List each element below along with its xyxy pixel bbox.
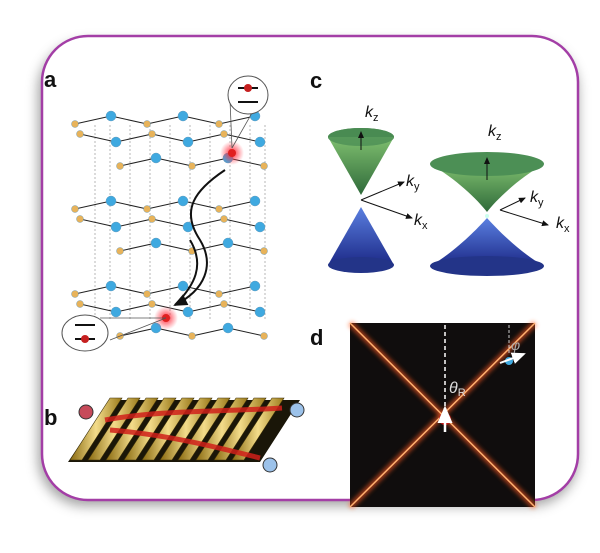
atom (260, 162, 268, 170)
atom (148, 300, 156, 308)
atom (110, 306, 122, 318)
dirac-cone-right (430, 152, 549, 276)
atom (188, 162, 196, 170)
atom (150, 237, 162, 249)
atom (182, 136, 194, 148)
atom (116, 162, 124, 170)
panel-label-b: b (44, 405, 57, 430)
phi-label: φ (511, 337, 520, 353)
panel-label-c: c (310, 68, 322, 93)
panel-label-d: d (310, 325, 323, 350)
atom (254, 221, 266, 233)
atom (105, 195, 117, 207)
atom (110, 221, 122, 233)
kz-label-left: kz (365, 104, 379, 124)
atom (143, 205, 151, 213)
atom (215, 205, 223, 213)
atom (76, 215, 84, 223)
theta-r-label: θR (449, 380, 466, 399)
atom (150, 152, 162, 164)
atom (249, 280, 261, 292)
ky-label-right: ky (530, 189, 544, 209)
atom (143, 290, 151, 298)
panel-label-a: a (44, 67, 57, 92)
blue-contact-bottom (262, 457, 278, 473)
atom (143, 120, 151, 128)
kx-label-left: kx (414, 212, 428, 232)
atom (222, 237, 234, 249)
atom (220, 215, 228, 223)
atom (148, 130, 156, 138)
atom (222, 322, 234, 334)
atom (215, 290, 223, 298)
atom (148, 215, 156, 223)
blue-contact-top (289, 402, 305, 418)
atom (110, 136, 122, 148)
ky-label-left: ky (406, 173, 420, 193)
atom (71, 205, 79, 213)
atom (260, 332, 268, 340)
panel-a-lattice (71, 110, 268, 340)
atom (254, 306, 266, 318)
atom (177, 110, 189, 122)
hopping-arrow-2 (174, 239, 199, 306)
atom (177, 280, 189, 292)
atom (71, 290, 79, 298)
atom (76, 130, 84, 138)
atom (260, 247, 268, 255)
gold-strip (231, 397, 285, 461)
atom (220, 300, 228, 308)
defect-top (228, 149, 236, 157)
kz-label-right: kz (488, 123, 502, 143)
atom (71, 120, 79, 128)
atom (188, 332, 196, 340)
gold-strip (177, 397, 231, 461)
red-contact (78, 404, 94, 420)
atom (76, 300, 84, 308)
kx-label-right: kx (556, 215, 570, 235)
panel-d-beam-plot (347, 320, 538, 510)
panel-b-device (68, 397, 305, 473)
gold-strip (69, 397, 123, 461)
dirac-cone-left (328, 128, 413, 273)
atom (177, 195, 189, 207)
atom (105, 280, 117, 292)
atom (116, 247, 124, 255)
atom (215, 120, 223, 128)
atom (254, 136, 266, 148)
hopping-arrow (173, 169, 226, 306)
atom (249, 195, 261, 207)
atom (182, 306, 194, 318)
gold-strip (213, 397, 267, 461)
energy-level-inset-top (227, 75, 269, 149)
atom (220, 130, 228, 138)
energy-level-inset-bottom (61, 314, 167, 352)
atom (105, 110, 117, 122)
